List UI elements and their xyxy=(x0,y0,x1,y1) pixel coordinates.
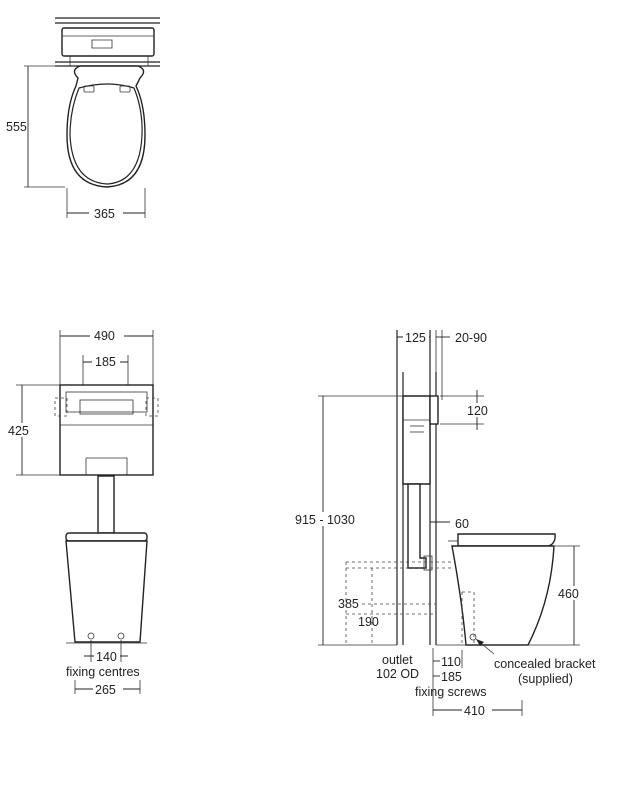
side-pan-body xyxy=(451,545,555,646)
dim-490-label: 490 xyxy=(94,329,115,343)
dim-265-label: 265 xyxy=(95,683,116,697)
dim-185-front-label: 185 xyxy=(95,355,116,369)
dim-410-label: 410 xyxy=(464,704,485,718)
dim-385-label: 385 xyxy=(338,597,359,611)
dim-140-label: 140 xyxy=(96,650,117,664)
front-pan-body xyxy=(65,540,148,643)
dim-190-label: 190 xyxy=(358,615,379,629)
dim-915-1030-label: 915 - 1030 xyxy=(295,513,355,527)
front-view: 490 185 425 140 fixing c xyxy=(6,328,159,697)
side-seat xyxy=(457,533,556,547)
side-flush-button xyxy=(429,395,439,425)
dim-60-label: 60 xyxy=(455,517,469,531)
outlet-size-label: 102 OD xyxy=(376,667,419,681)
dim-460-label: 460 xyxy=(558,587,579,601)
dim-555-label: 555 xyxy=(6,120,27,134)
fixing-centres-label: fixing centres xyxy=(66,665,140,679)
side-cistern xyxy=(402,395,431,485)
plan-cistern xyxy=(61,27,155,57)
fixing-screws-label: fixing screws xyxy=(415,685,487,699)
bracket-supplied-label: (supplied) xyxy=(518,672,573,686)
dim-120-label: 120 xyxy=(467,404,488,418)
dim-110-label: 110 xyxy=(441,655,461,669)
side-flush-pipe xyxy=(407,483,427,569)
side-view: 125 20-90 120 60 915 - 1030 xyxy=(292,330,596,718)
dim-185-side-label: 185 xyxy=(441,670,462,684)
plan-seat xyxy=(69,83,143,185)
plan-pan-outline xyxy=(66,65,146,188)
front-cistern xyxy=(59,384,154,476)
front-flush-pipe xyxy=(97,475,115,534)
dim-125-label: 125 xyxy=(405,331,426,345)
concealed-bracket-label: concealed bracket xyxy=(494,657,596,671)
dim-425-label: 425 xyxy=(8,424,29,438)
plan-view: 555 365 xyxy=(6,17,160,221)
dim-20-90-label: 20-90 xyxy=(455,331,487,345)
outlet-label: outlet xyxy=(382,653,413,667)
dim-365-label: 365 xyxy=(94,207,115,221)
front-seat xyxy=(65,532,148,542)
